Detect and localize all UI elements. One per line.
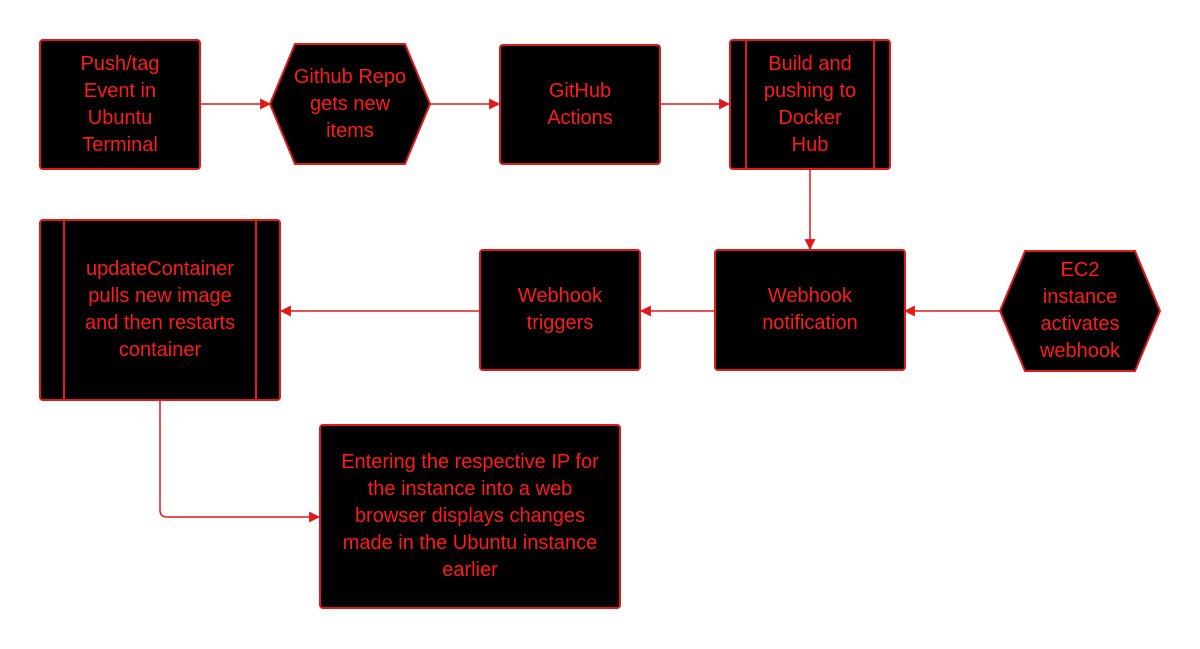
push-event-node xyxy=(39,39,201,170)
edge-update-to-browser xyxy=(159,400,321,523)
ec2-instance-node xyxy=(998,250,1162,372)
webhook-triggers-node xyxy=(479,249,641,371)
nodes xyxy=(39,39,1162,609)
update-container-node xyxy=(39,219,281,401)
edges xyxy=(159,98,1000,523)
github-repo-node xyxy=(268,43,432,165)
webhook-notification-node xyxy=(714,249,906,371)
browser-display-node xyxy=(319,424,621,609)
github-actions-node xyxy=(499,44,661,165)
build-push-node xyxy=(729,39,891,170)
